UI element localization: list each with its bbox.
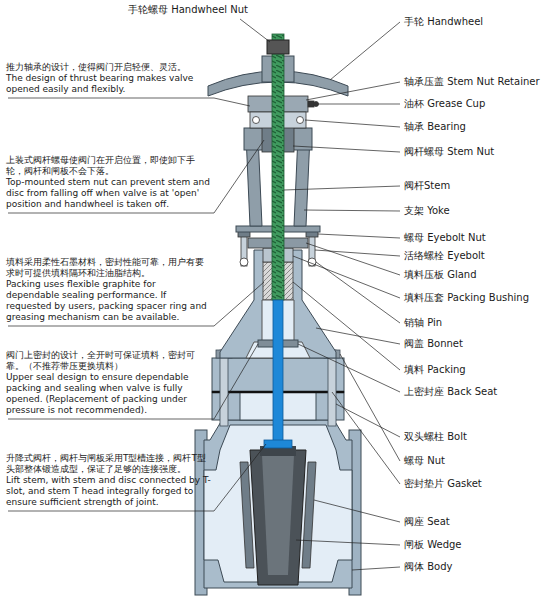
part-label: 销轴 Pin (404, 317, 442, 329)
part-label: 密封垫片 Gasket (404, 478, 482, 490)
part-label: 轴承压盖 Stem Nut Retainer (404, 76, 540, 88)
part-label: 双头螺柱 Bolt (404, 431, 467, 443)
part-label: 手轮螺母 Handwheel Nut (128, 4, 248, 16)
note-block: 上装式阀杆螺母使阀门在开启位置，即使卸下手轮，阀杆和闸板不会下落。Top-mou… (6, 155, 211, 210)
note-text: Lift stem, with stem and disc connected … (6, 475, 211, 508)
part-label: 轴承 Bearing (404, 121, 466, 133)
leader-line (315, 250, 400, 256)
note-text: 推力轴承的设计，使得阀门开启轻便、灵活。 (6, 62, 211, 73)
note-block: 阀门上密封的设计，全开时可保证填料，密封可靠。（不推荐带压更换填料）Upper … (6, 350, 211, 416)
part-label: 油杯 Grease Cup (404, 98, 485, 110)
note-text: 上装式阀杆螺母使阀门在开启位置，即使卸下手轮，阀杆和闸板不会下落。 (6, 155, 211, 177)
part-label: 螺母 Nut (404, 455, 445, 467)
part-label: 填料 Packing (404, 364, 466, 376)
leader-line (316, 262, 400, 323)
part-label: 手轮 Handwheel (404, 16, 483, 28)
leader-line (296, 540, 400, 545)
part-label: 阀盖 Bonnet (404, 338, 463, 350)
part-label: 支架 Yoke (404, 205, 450, 217)
note-text: 阀门上密封的设计，全开时可保证填料，密封可靠。（不推荐带压更换填料） (6, 350, 211, 372)
leader-line (314, 500, 400, 522)
stem (264, 34, 292, 448)
note-block: 填料采用柔性石墨材料，密封性能可靠，用户有要求时可提供填料隔环和注油脂结构。Pa… (6, 257, 211, 323)
leader-line (8, 98, 250, 106)
note-text: 填料采用柔性石墨材料，密封性能可靠，用户有要求时可提供填料隔环和注油脂结构。 (6, 257, 211, 279)
part-label: 闸板 Wedge (404, 539, 461, 551)
leader-line (340, 354, 400, 461)
handwheel-nut (267, 40, 289, 54)
leader-line (284, 186, 400, 190)
leader-line (305, 120, 400, 127)
part-label: 上密封座 Back Seat (404, 386, 497, 398)
note-text: Packing uses flexible graphite for depen… (6, 279, 211, 323)
note-text: Top-mounted stem nut can prevent stem an… (6, 177, 211, 210)
part-label: 活络螺栓 Eyebolt (404, 250, 485, 262)
leader-line (316, 328, 400, 344)
leader-line (330, 22, 400, 80)
leader-line (298, 344, 400, 392)
leader-line (352, 567, 400, 570)
leader-line (293, 256, 400, 298)
leader-line (332, 392, 400, 484)
part-label: 填料压板 Gland (404, 269, 477, 281)
leader-line (336, 404, 400, 437)
note-block: 升降式阀杆，阀杆与闸板采用T型槽连接，阀杆T型头部整体锻造成型，保证了足够的连接… (6, 453, 211, 508)
part-label: 阀杆螺母 Stem Nut (404, 146, 494, 158)
wedge (250, 446, 306, 585)
part-label: 填料压套 Packing Bushing (404, 292, 529, 304)
leader-line (306, 243, 400, 275)
note-block: 推力轴承的设计，使得阀门开启轻便、灵活。The design of thrust… (6, 62, 211, 95)
leader-line (318, 234, 400, 238)
leader-line (293, 146, 400, 152)
part-label: 螺母 Eyebolt Nut (404, 232, 486, 244)
part-label: 阀杆Stem (404, 180, 450, 192)
leader-line (318, 104, 400, 105)
leader-line (306, 82, 400, 100)
note-text: The design of thrust bearing makes valve… (6, 73, 211, 95)
leader-line (293, 282, 400, 370)
note-text: Upper seal design to ensure dependable p… (6, 372, 211, 416)
part-label: 阀体 Body (404, 561, 452, 573)
note-text: 升降式阀杆，阀杆与闸板采用T型槽连接，阀杆T型头部整体锻造成型，保证了足够的连接… (6, 453, 211, 475)
leader-line (304, 210, 400, 211)
valve-body (195, 420, 361, 595)
leader-line (240, 19, 270, 42)
part-label: 阀座 Seat (404, 516, 450, 528)
